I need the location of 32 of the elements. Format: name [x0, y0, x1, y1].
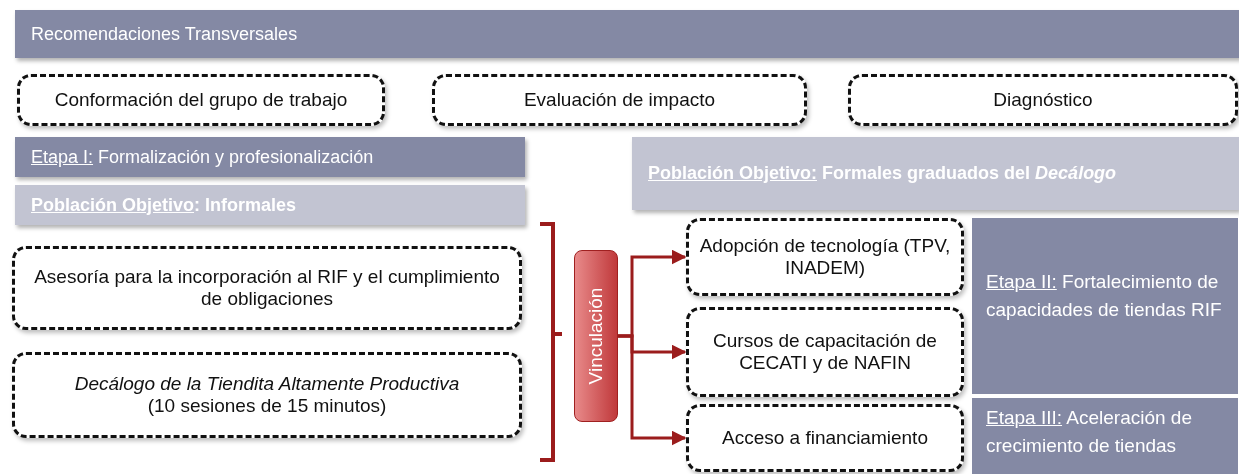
dashed-box	[686, 218, 964, 296]
label-text: Evaluación de impacto	[523, 89, 716, 111]
label-text: Diagnóstico	[993, 89, 1093, 111]
stage-band	[15, 137, 525, 177]
linkage-bar	[574, 250, 618, 422]
target-band	[632, 137, 1239, 210]
label-text: Adopción de tecnología (TPV, INADEM)	[699, 235, 951, 279]
dashed-box	[432, 74, 807, 126]
label-text: Cursos de capacitación de CECATI y de NAFIN	[712, 330, 938, 374]
vertical-label: Vinculación	[585, 287, 607, 385]
target-band	[15, 185, 525, 225]
label-text: Etapa I: Formalización y profesionalización	[31, 146, 374, 168]
dashed-box	[17, 74, 385, 126]
arrow	[618, 334, 687, 446]
label-text: Recomendaciones Transversales	[31, 23, 298, 45]
label-text: Decálogo de la Tiendita Altamente Productiva	[74, 373, 460, 395]
label-text: Población Objetivo: Informales	[31, 194, 297, 216]
label-text: Conformación del grupo de trabajo	[54, 89, 348, 111]
label-text: (10 sesiones de 15 minutos)	[147, 395, 387, 417]
dashed-box	[12, 352, 522, 438]
stage-panel	[972, 218, 1238, 394]
dashed-box	[686, 404, 964, 472]
dashed-box	[686, 307, 964, 397]
label-text: Etapa III: Aceleración de crecimiento de tiendas	[986, 406, 1193, 458]
dashed-box	[848, 74, 1238, 126]
label-text: Etapa II: Fortalecimiento de capacidades de tiendas RIF	[986, 270, 1223, 322]
label-text: Acceso a financiamiento	[722, 427, 928, 449]
label-text: Asesoría para la incorporación al RIF y el cumplimiento de obligaciones	[33, 266, 501, 310]
dashed-box	[12, 246, 522, 330]
header-band	[15, 10, 1239, 58]
stage-panel	[972, 398, 1238, 474]
label-text: Población Objetivo: Formales graduados del Decálogo	[648, 163, 1117, 184]
